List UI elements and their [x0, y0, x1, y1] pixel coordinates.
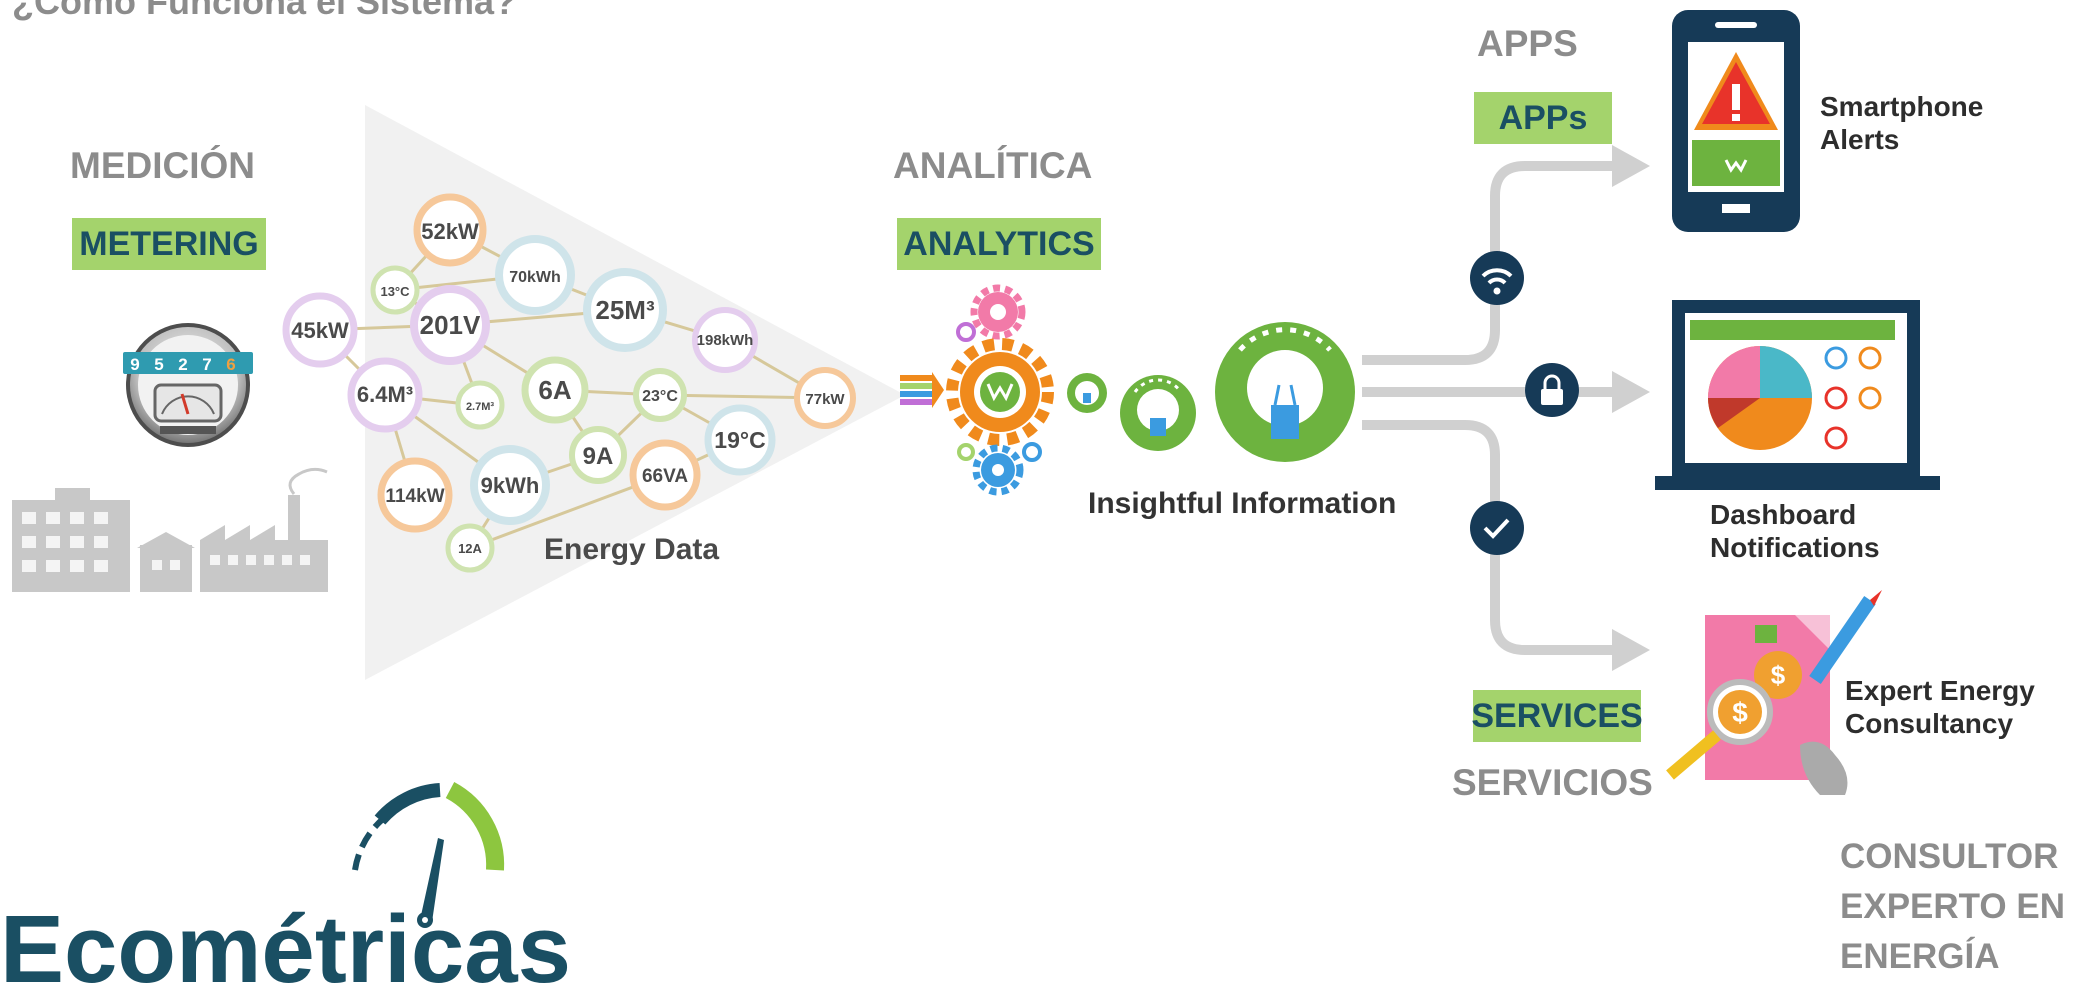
node-value: 9kWh: [481, 473, 540, 498]
ecometricas-logo-text: Ecométricas: [0, 896, 571, 1003]
section-label-servicios: SERVICIOS: [1452, 762, 1653, 803]
dashboard-monitor-icon: [1655, 300, 1940, 490]
energy-data-label: Energy Data: [544, 533, 720, 566]
smartphone-icon: [1672, 10, 1800, 232]
node-value: 114kW: [385, 486, 444, 507]
meter-digit: 6: [226, 355, 235, 374]
section-label-medicion: MEDICIÓN: [70, 145, 255, 186]
analytics-gears-icon: [946, 284, 1054, 496]
buildings-icon: [12, 467, 328, 592]
smartphone-alerts-label: Smartphone Alerts: [1820, 90, 1983, 156]
small-bulb-icon: [1067, 373, 1107, 413]
node-value: 12A: [458, 541, 482, 556]
tag-services: SERVICES: [1471, 690, 1643, 742]
svg-text:$: $: [1732, 697, 1748, 728]
meter-digit: 7: [202, 355, 211, 374]
diagram-canvas: 52kW 13°C 70kWh 45kW 201V 25M³ 198kWh 6.…: [12, 10, 1940, 928]
lock-icon: [1525, 363, 1579, 417]
dashboard-label-line2: Notifications: [1710, 532, 1880, 563]
expert-label-line2: Consultancy: [1845, 708, 2014, 739]
expert-consultancy-label: Expert Energy Consultancy: [1845, 674, 2035, 740]
node-value: 66VA: [642, 466, 688, 487]
svg-text:$: $: [1771, 660, 1786, 690]
consultor-line1: CONSULTOR: [1840, 837, 2059, 876]
energy-network-nodes: [282, 193, 856, 573]
consultor-line2: EXPERTO EN: [1840, 887, 2065, 926]
node-value: 2.7M³: [466, 401, 494, 413]
meter-digit: 9: [130, 355, 139, 374]
check-icon: [1470, 501, 1524, 555]
node-value: 45kW: [291, 318, 349, 343]
meter-digit: 5: [154, 355, 163, 374]
section-label-analitica: ANALÍTICA: [893, 145, 1093, 186]
node-value: 13°C: [380, 284, 410, 299]
consultor-experto-label: CONSULTOR EXPERTO EN ENERGÍA: [1840, 832, 2065, 982]
node-value: 77kW: [805, 391, 845, 408]
node-value: 9A: [583, 443, 614, 470]
smartphone-label-line1: Smartphone: [1820, 91, 1984, 122]
node-value: 6.4M³: [357, 382, 413, 407]
expert-label-line1: Expert Energy: [1845, 675, 2035, 706]
wifi-icon: [1470, 251, 1524, 305]
node-value: 25M³: [595, 295, 655, 325]
node-value: 19°C: [714, 427, 765, 453]
large-bulb-icon: [1215, 322, 1355, 462]
section-label-apps-es: APPS: [1477, 23, 1578, 64]
smartphone-label-line2: Alerts: [1820, 124, 1900, 155]
data-stream-icon: [900, 372, 944, 408]
dashboard-notifications-label: Dashboard Notifications: [1710, 498, 1880, 564]
output-arrows: [1362, 161, 1615, 655]
tag-apps: APPs: [1474, 92, 1612, 144]
meter-digit: 2: [178, 355, 187, 374]
node-value: 23°C: [642, 388, 678, 405]
tag-analytics: ANALYTICS: [897, 218, 1101, 270]
node-value: 6A: [538, 375, 571, 405]
tag-metering: METERING: [72, 218, 266, 270]
insight-label: Insightful Information: [1088, 487, 1397, 520]
node-value: 198kWh: [697, 332, 754, 349]
electric-meter-icon: [123, 323, 253, 447]
node-value: 70kWh: [509, 269, 561, 286]
medium-bulb-icon: [1120, 375, 1196, 451]
consultor-line3: ENERGÍA: [1840, 937, 2000, 976]
node-value: 201V: [420, 310, 481, 340]
node-value: 52kW: [421, 219, 479, 244]
page-title: ¿Cómo Funciona el Sistema?: [12, 0, 517, 22]
dashboard-label-line1: Dashboard: [1710, 499, 1857, 530]
arrow-heads: [1612, 145, 1650, 671]
ecometricas-logo-gauge: [352, 782, 505, 928]
expert-consultancy-icon: $ $: [1666, 590, 1882, 795]
